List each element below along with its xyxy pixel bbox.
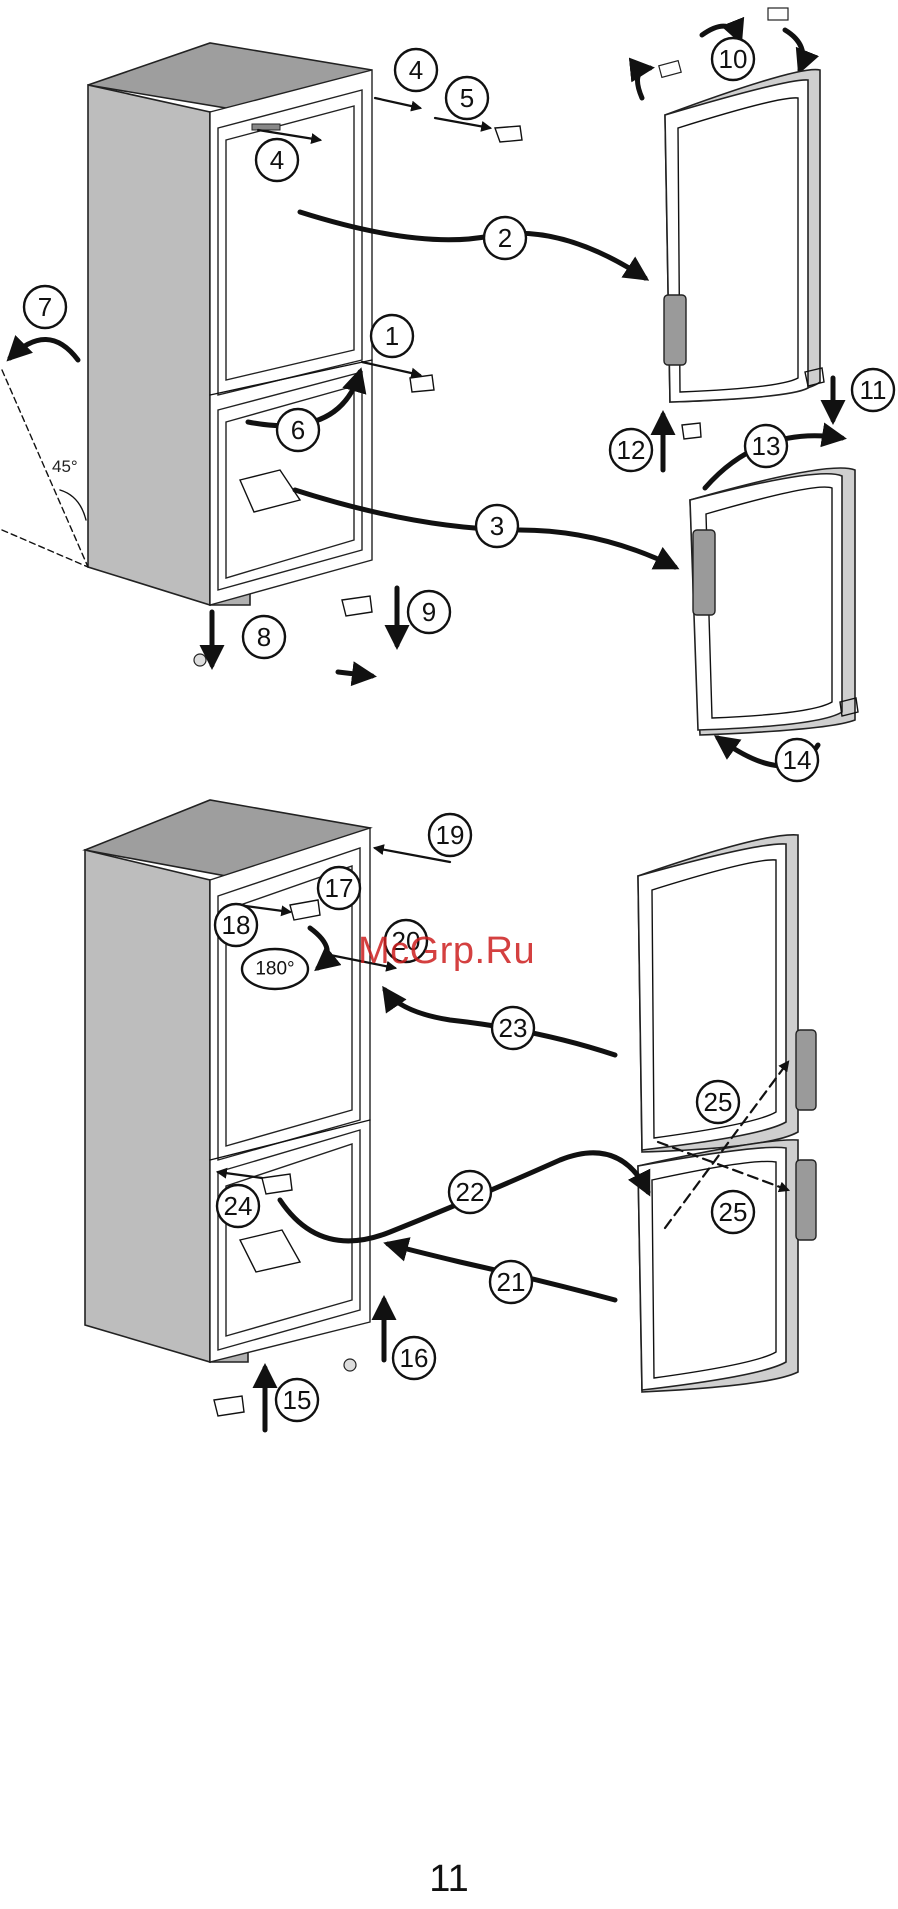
svg-text:180°: 180° (255, 959, 294, 980)
svg-text:10: 10 (719, 44, 748, 74)
callout-3: 3 (476, 505, 518, 547)
svg-text:12: 12 (617, 435, 646, 465)
svg-text:15: 15 (283, 1385, 312, 1415)
callout-24: 24 (217, 1185, 259, 1227)
tilt-guide-lines (2, 339, 88, 567)
callout-16: 16 (393, 1337, 435, 1379)
svg-text:7: 7 (38, 292, 52, 322)
fridge-body-top-diagram (88, 43, 372, 605)
callout-25b: 25 (712, 1191, 754, 1233)
callout-22: 22 (449, 1171, 491, 1213)
callout-19: 19 (429, 814, 471, 856)
callout-180-degree: 180° (242, 949, 308, 989)
callout-25a: 25 (697, 1081, 739, 1123)
callout-8: 8 (243, 616, 285, 658)
callout-15: 15 (276, 1379, 318, 1421)
callout-6: 6 (277, 409, 319, 451)
callout-18: 18 (215, 904, 257, 946)
callout-5: 5 (446, 77, 488, 119)
svg-text:3: 3 (490, 511, 504, 541)
callout-10: 10 (712, 38, 754, 80)
callout-14: 14 (776, 739, 818, 781)
svg-text:19: 19 (436, 820, 465, 850)
lower-door-bottom-handle (796, 1160, 816, 1240)
svg-text:22: 22 (456, 1177, 485, 1207)
svg-text:9: 9 (422, 597, 436, 627)
callout-17: 17 (318, 867, 360, 909)
callout-11: 11 (852, 369, 894, 411)
upper-door-bottom-handle (796, 1030, 816, 1110)
callout-23: 23 (492, 1007, 534, 1049)
svg-text:18: 18 (222, 910, 251, 940)
svg-text:6: 6 (291, 415, 305, 445)
callout-13: 13 (745, 425, 787, 467)
lower-door-bottom-diagram (638, 1140, 816, 1392)
svg-text:11: 11 (860, 375, 887, 405)
upper-door-handle (664, 295, 686, 365)
callout-4b: 4 (256, 139, 298, 181)
svg-text:24: 24 (224, 1191, 253, 1221)
svg-text:16: 16 (400, 1343, 429, 1373)
callout-9: 9 (408, 591, 450, 633)
tilt-angle-label: 45° (52, 457, 78, 476)
svg-text:25: 25 (719, 1197, 748, 1227)
page-number: 11 (0, 1858, 898, 1901)
svg-text:8: 8 (257, 622, 271, 652)
svg-text:25: 25 (704, 1087, 733, 1117)
svg-text:17: 17 (325, 873, 354, 903)
svg-text:14: 14 (783, 745, 812, 775)
callout-12: 12 (610, 429, 652, 471)
svg-text:5: 5 (460, 83, 474, 113)
svg-text:21: 21 (497, 1267, 526, 1297)
callout-21: 21 (490, 1261, 532, 1303)
callout-4a: 4 (395, 49, 437, 91)
svg-text:13: 13 (752, 431, 781, 461)
svg-text:4: 4 (409, 55, 423, 85)
svg-text:4: 4 (270, 145, 284, 175)
callout-1: 1 (371, 315, 413, 357)
svg-text:1: 1 (385, 321, 399, 351)
svg-text:2: 2 (498, 223, 512, 253)
callout-2: 2 (484, 217, 526, 259)
lower-door-handle (693, 530, 715, 615)
watermark: McGrp.Ru (358, 930, 535, 973)
callout-7: 7 (24, 286, 66, 328)
upper-door-top-diagram (664, 70, 824, 439)
svg-text:23: 23 (499, 1013, 528, 1043)
lower-door-top-diagram (690, 468, 858, 735)
